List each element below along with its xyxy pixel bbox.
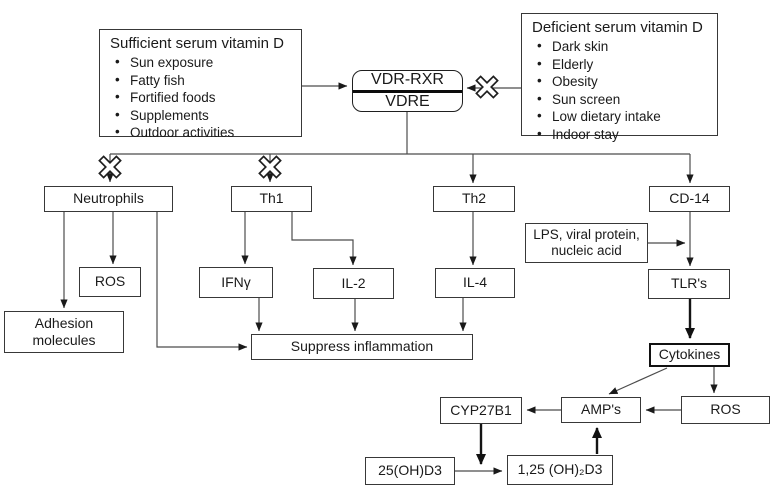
list-item: Sun exposure — [115, 54, 293, 70]
ros-left-box: ROS — [79, 267, 141, 297]
amps-box: AMP's — [561, 397, 641, 423]
ifn-gamma-box: IFNγ — [199, 267, 273, 298]
ros-right-box: ROS — [681, 396, 770, 424]
deficient-vitamin-d-box: Deficient serum vitamin D Dark skin Elde… — [521, 13, 718, 142]
neutrophils-box: Neutrophils — [44, 186, 173, 212]
list-item: Dark skin — [537, 38, 709, 54]
25-oh-d3-box: 25(OH)D3 — [365, 457, 455, 485]
list-item: Elderly — [537, 56, 709, 72]
vdr-divider — [353, 89, 462, 93]
x-block-icon — [475, 75, 499, 99]
list-item: Fatty fish — [115, 72, 293, 88]
sufficient-box-list: Sun exposure Fatty fish Fortified foods … — [110, 54, 293, 140]
th1-box: Th1 — [231, 186, 312, 212]
th2-box: Th2 — [433, 186, 515, 212]
sufficient-vitamin-d-box: Sufficient serum vitamin D Sun exposure … — [99, 29, 302, 140]
1-25-oh2-d3-box: 1,25 (OH)₂D3 — [507, 455, 613, 485]
deficient-box-list: Dark skin Elderly Obesity Sun screen Low… — [532, 38, 709, 142]
list-item: Obesity — [537, 73, 709, 89]
sufficient-box-title: Sufficient serum vitamin D — [110, 35, 284, 52]
vdr-rxr-vdre-box: VDR-RXR VDRE — [352, 70, 463, 112]
list-item: Sun screen — [537, 91, 709, 107]
vdr-rxr-label: VDR-RXR — [371, 71, 444, 89]
deficient-box-title: Deficient serum vitamin D — [532, 19, 703, 36]
lps-viral-protein-box: LPS, viral protein, nucleic acid — [525, 223, 648, 263]
il4-box: IL-4 — [435, 268, 515, 298]
vdre-label: VDRE — [385, 92, 430, 110]
cyp27b1-box: CYP27B1 — [440, 397, 522, 424]
arrow-layer — [60, 82, 718, 475]
cd14-box: CD-14 — [649, 186, 730, 212]
tlrs-box: TLR's — [648, 269, 730, 299]
list-item: Outdoor activities — [115, 124, 293, 140]
il2-box: IL-2 — [313, 268, 394, 299]
list-item: Indoor stay — [537, 126, 709, 142]
cytokines-box: Cytokines — [649, 343, 730, 367]
list-item: Fortified foods — [115, 89, 293, 105]
adhesion-molecules-box: Adhesion molecules — [4, 311, 124, 353]
list-item: Low dietary intake — [537, 108, 709, 124]
x-block-icon — [258, 155, 282, 179]
list-item: Supplements — [115, 107, 293, 123]
x-block-icon — [98, 155, 122, 179]
suppress-inflammation-box: Suppress inflammation — [251, 334, 473, 360]
